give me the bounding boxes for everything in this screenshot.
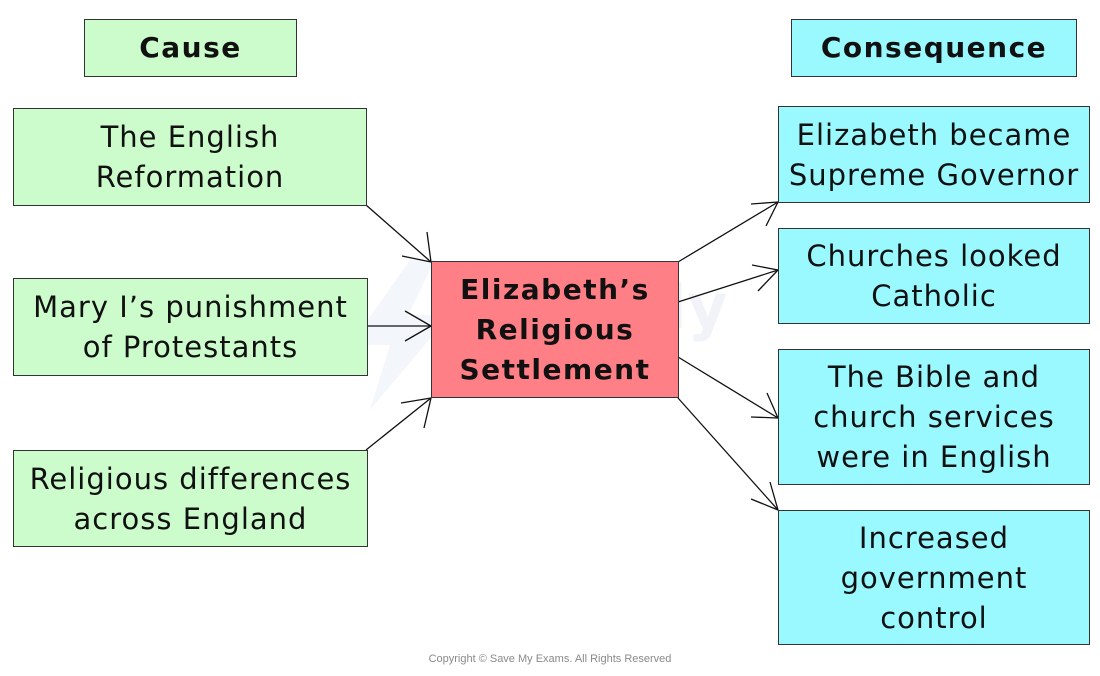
- arrow-cause-2: [368, 310, 432, 342]
- arrow-consequence-4: [677, 397, 779, 511]
- central-topic-label: Elizabeth’s Religious Settlement: [459, 272, 651, 386]
- arrow-consequence-3: [677, 356, 779, 419]
- cause-header-label: Cause: [139, 31, 242, 64]
- consequence-header: Consequence: [791, 19, 1077, 77]
- consequence-text-4: Increased government control: [840, 520, 1028, 635]
- cause-text-2: Mary I’s punishment of Protestants: [33, 290, 348, 364]
- central-topic-box: Elizabeth’s Religious Settlement: [431, 261, 679, 398]
- consequence-text-2: Churches looked Catholic: [806, 239, 1062, 313]
- consequence-box-1: Elizabeth became Supreme Governor: [778, 106, 1090, 203]
- cause-text-3: Religious differences across England: [29, 461, 352, 536]
- cause-header: Cause: [84, 19, 297, 77]
- cause-text-1: The English Reformation: [95, 120, 285, 194]
- consequence-header-label: Consequence: [820, 31, 1048, 64]
- arrow-cause-1: [365, 204, 432, 263]
- consequence-box-2: Churches looked Catholic: [778, 228, 1090, 324]
- arrow-cause-3: [365, 397, 432, 451]
- consequence-box-4: Increased government control: [778, 510, 1090, 645]
- arrow-consequence-2: [677, 264, 779, 303]
- cause-box-3: Religious differences across England: [13, 450, 368, 547]
- arrow-consequence-1: [677, 201, 779, 263]
- consequence-text-3: The Bible and church services were in En…: [813, 360, 1055, 474]
- copyright-notice: Copyright © Save My Exams. All Rights Re…: [428, 653, 672, 665]
- cause-box-1: The English Reformation: [13, 108, 367, 206]
- cause-box-2: Mary I’s punishment of Protestants: [13, 278, 368, 376]
- consequence-box-3: The Bible and church services were in En…: [778, 349, 1090, 485]
- consequence-text-1: Elizabeth became Supreme Governor: [788, 117, 1080, 192]
